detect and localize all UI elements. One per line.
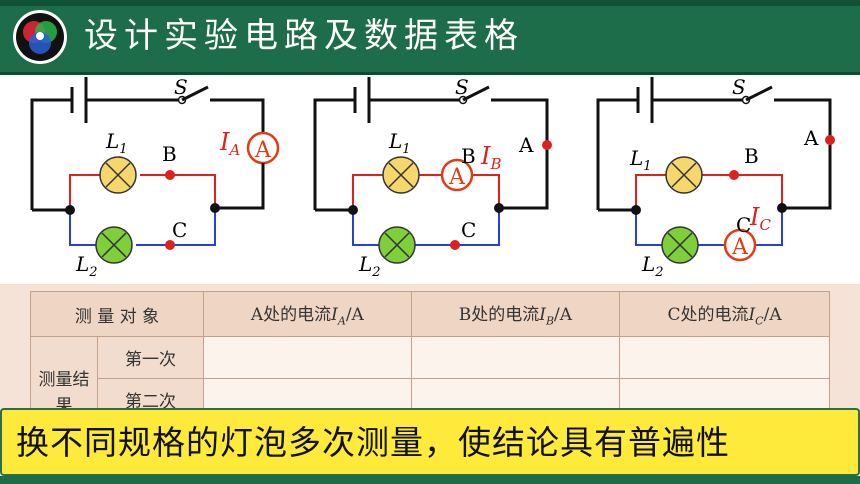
- page-title: 设计实验电路及数据表格: [84, 16, 524, 56]
- conclusion-text: 换不同规格的灯泡多次测量，使结论具有普遍性: [16, 423, 730, 462]
- switch-label: S: [732, 75, 746, 99]
- circuit-3: A S L1 L2 B C A IC: [596, 75, 835, 280]
- circuit-diagrams: A S L1 L2 B C IA: [30, 75, 835, 280]
- lamp-l1-label: L1: [105, 129, 128, 157]
- lamp-l1-icon: [99, 156, 137, 194]
- table-cell: [203, 336, 412, 379]
- point-c-label: C: [461, 218, 476, 242]
- point-a-label: A: [518, 133, 534, 157]
- lamp-l1-icon: [665, 156, 703, 194]
- lamp-l2-icon: [95, 226, 133, 264]
- measurement-table-section: 测 量 对 象 A处的电流IA/A B处的电流IB/A C处的电流IC/A 测量…: [0, 284, 860, 421]
- title-bar: 设计实验电路及数据表格: [0, 0, 860, 75]
- ammeter-icon: [440, 158, 474, 192]
- table-cell: [410, 336, 621, 379]
- lamp-l2-label: L2: [358, 252, 381, 280]
- bottom-strip: [0, 476, 860, 484]
- point-c-label: C: [736, 213, 751, 237]
- lamp-l2-icon: [661, 226, 699, 264]
- table-header-col-a: A处的电流IA/A: [203, 291, 412, 337]
- point-b-label: B: [461, 144, 476, 168]
- row-label: 第一次: [97, 336, 204, 379]
- current-label: IB: [480, 142, 502, 173]
- ammeter-label: A: [254, 138, 272, 163]
- lamp-l1-label: L1: [388, 129, 411, 157]
- table-header-col-b: B处的电流IB/A: [410, 291, 621, 337]
- table-header-object: 测 量 对 象: [30, 291, 204, 337]
- lamp-l2-label: L2: [75, 252, 98, 280]
- table-cell: [619, 336, 830, 379]
- conclusion-banner: 换不同规格的灯泡多次测量，使结论具有普遍性: [0, 408, 860, 476]
- lamp-l2-label: L2: [641, 252, 664, 280]
- ammeter-icon: [723, 228, 757, 262]
- point-b-label: B: [162, 142, 177, 166]
- point-a-label: A: [803, 126, 819, 150]
- lamp-l2-icon: [378, 226, 416, 264]
- current-label: IA: [219, 128, 240, 159]
- ammeter-label: A: [448, 165, 466, 190]
- switch-label: S: [174, 75, 188, 99]
- row-group-label: 测量结果: [30, 336, 98, 421]
- point-b-label: B: [744, 144, 759, 168]
- ammeter-label: A: [731, 235, 749, 260]
- lamp-l1-icon: [382, 156, 420, 194]
- lamp-l1-label: L1: [629, 146, 652, 174]
- color-wheel-logo: [13, 10, 67, 64]
- current-label: IC: [749, 203, 771, 234]
- table-header-col-c: C处的电流IC/A: [619, 291, 830, 337]
- switch-label: S: [455, 75, 469, 99]
- circuit-2: A S L1 L2 B C A IB: [313, 75, 552, 280]
- circuit-1: A S L1 L2 B C IA: [30, 75, 280, 280]
- point-c-label: C: [172, 218, 187, 242]
- measurement-table: 测 量 对 象 A处的电流IA/A B处的电流IB/A C处的电流IC/A 测量…: [30, 291, 830, 421]
- table-row: 测量结果 第一次: [30, 336, 830, 421]
